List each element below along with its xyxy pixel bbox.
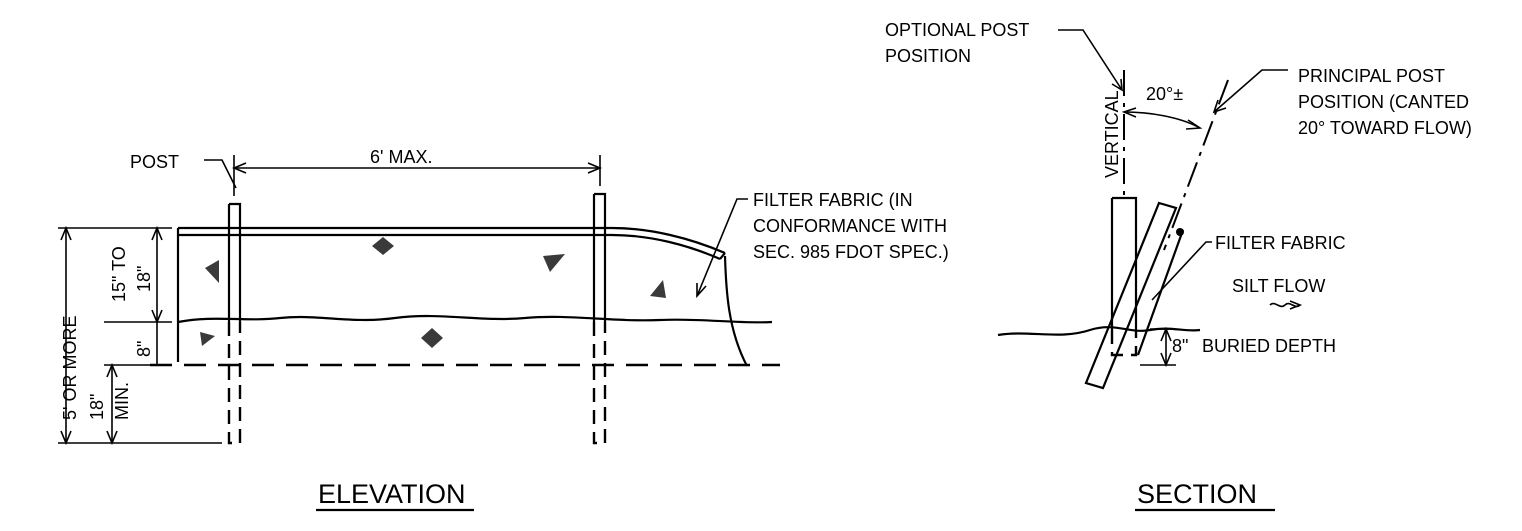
section-view: OPTIONAL POST POSITION VERTICAL 20°± PRI… [885,20,1472,512]
fabric-hatch-mark [205,260,219,283]
angle-arc [1123,111,1201,129]
embed-label-line-1: 18" [87,394,107,420]
optional-post-label-line-2: POSITION [885,46,971,66]
elevation-title: ELEVATION [318,479,466,509]
fabric-right-flap [719,252,726,260]
fabric-hatch-mark [200,332,215,346]
spacing-label: 6' MAX. [370,147,432,167]
vertical-label: VERTICAL [1102,90,1122,178]
principal-post-leader [1213,69,1288,113]
fabric-leader [696,198,748,297]
embed-label-line-2: MIN. [112,382,132,420]
fabric-label-line-3: SEC. 985 FDOT SPEC.) [753,242,949,262]
overall-height-arrow-top [60,225,72,241]
fabric-leader-arrow [696,283,707,299]
spacing-arrow-right [587,162,603,174]
section-fabric-line [1136,229,1185,356]
principal-post-leader-arrow [1212,99,1227,114]
depth-label: BURIED DEPTH [1202,336,1336,356]
fabric-label-line-1: FILTER FABRIC (IN [753,190,913,210]
embed-arrow-top [106,362,118,378]
fabric-label-line-2: CONFORMANCE WITH [753,216,947,236]
optional-post [1110,196,1138,357]
post-left [227,202,242,445]
depth-arrow-bottom [1160,352,1172,368]
silt-flow-label: SILT FLOW [1232,276,1325,296]
fabric-hatch-mark [372,237,394,255]
overall-height-label: 5' OR MORE [60,316,80,420]
depth-value: 8" [1172,336,1188,356]
canted-post [1084,201,1178,390]
principal-post-label-line-2: POSITION (CANTED [1298,92,1469,112]
spacing-arrow-left [231,162,247,174]
above-ground-label: 8" [134,341,154,357]
fabric-top-edge [178,226,726,255]
principal-post-label-line-3: 20° TOWARD FLOW) [1298,118,1472,138]
fabric-attachment [1176,228,1184,236]
elevation-view: POST 6' MAX. FILTER FABRIC (IN CONFORMAN… [58,147,949,512]
fabric-height-arrow-top [151,225,163,241]
silt-flow-arrowhead [1289,300,1303,310]
section-title: SECTION [1137,479,1257,509]
ground-line [177,314,773,324]
post-label: POST [130,152,179,172]
fabric-hatch-mark [543,254,565,272]
principal-post-label-line-1: PRINCIPAL POST [1298,66,1445,86]
canted-post-centerline [1163,79,1229,251]
angle-arc-arrow-right [1185,119,1203,130]
fabric-height-label-line-2: 18" [134,266,154,292]
overall-height-arrow-bottom [60,430,72,446]
angle-arc-arrow-left [1121,107,1137,118]
angle-label: 20°± [1146,84,1183,104]
post-right [592,192,607,445]
post-leader [204,159,237,189]
section-fabric-leader [1151,241,1212,301]
optional-post-label-line-1: OPTIONAL POST [885,20,1029,40]
fabric-hatch-mark [650,280,666,298]
fabric-top-edge-inner [178,233,721,261]
fabric-right-edge [723,255,748,367]
optional-post-leader [1058,29,1123,91]
section-fabric-label: FILTER FABRIC [1215,233,1346,253]
fabric-height-label-line-1: 15" TO [109,246,129,302]
depth-arrow-top [1160,326,1172,342]
optional-post-leader-arrow [1111,78,1123,92]
fabric-hatch-mark [421,328,443,348]
embed-arrow-bottom [106,430,118,446]
